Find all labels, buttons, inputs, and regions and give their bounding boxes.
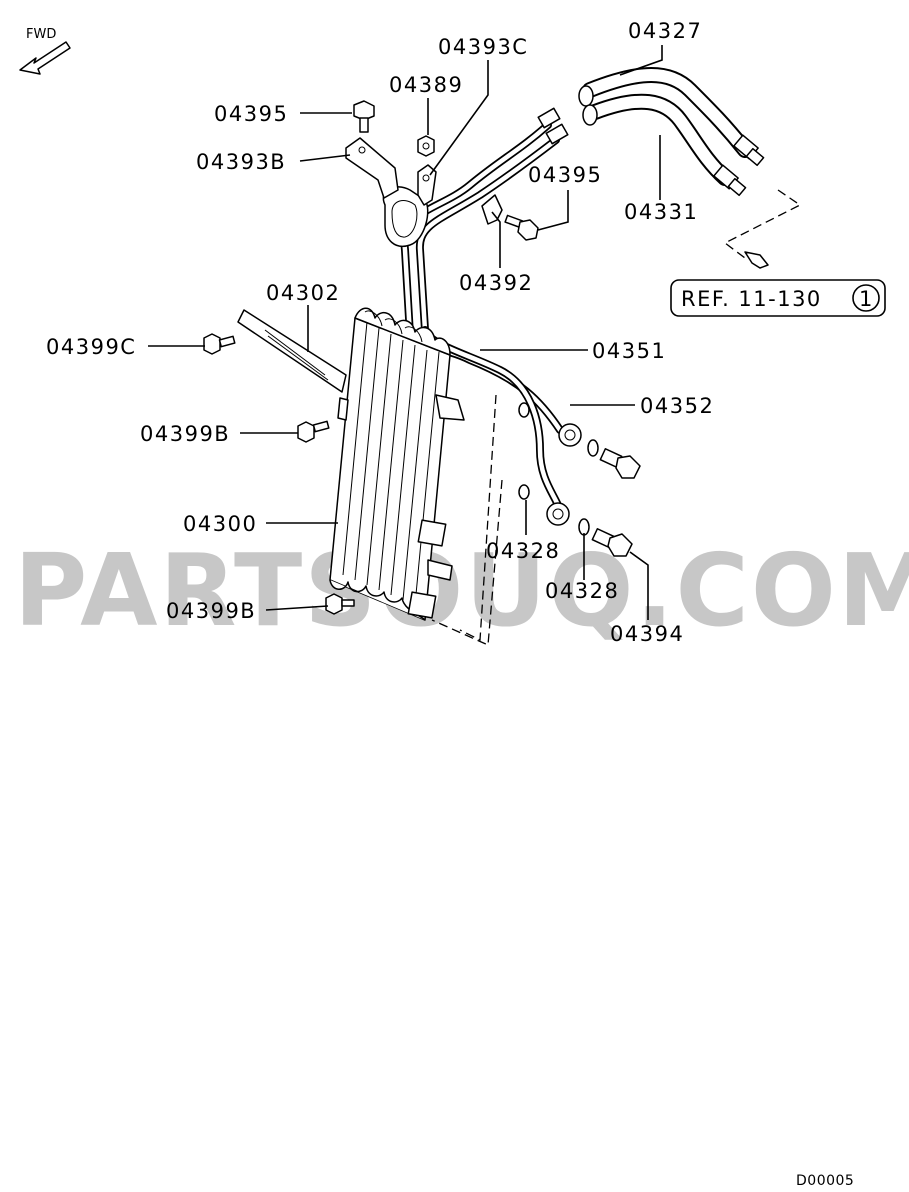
nut-04389[interactable] bbox=[417, 135, 435, 157]
bracket-04302[interactable] bbox=[237, 309, 347, 393]
bolt-04394-lower[interactable] bbox=[591, 528, 633, 557]
label-04352: 04352 bbox=[640, 394, 714, 418]
label-04395-top: 04395 bbox=[214, 102, 288, 126]
label-04399B-bottom: 04399B bbox=[166, 599, 256, 623]
label-04389: 04389 bbox=[389, 73, 463, 97]
label-04328-b: 04328 bbox=[545, 579, 619, 603]
label-04399C: 04399C bbox=[46, 335, 136, 359]
ref-leader bbox=[723, 189, 802, 259]
banjo-fitting-lower bbox=[546, 502, 570, 526]
bolt-04395-right[interactable] bbox=[504, 214, 539, 241]
washer-04328-b-upper[interactable] bbox=[587, 439, 599, 457]
label-04351: 04351 bbox=[592, 339, 666, 363]
ref-label: REF. 11-130 bbox=[681, 287, 822, 311]
dashed-leader-1 bbox=[459, 394, 497, 642]
bolt-04399C[interactable] bbox=[203, 333, 236, 355]
label-04394: 04394 bbox=[610, 622, 684, 646]
label-04393C: 04393C bbox=[438, 35, 528, 59]
washer-04328-a-lower bbox=[518, 484, 530, 500]
bolt-04394-upper[interactable] bbox=[599, 448, 641, 479]
ref-arrow-icon bbox=[744, 251, 769, 269]
diagram-code: D00005 bbox=[796, 1173, 854, 1187]
hose-04327[interactable] bbox=[578, 67, 765, 167]
label-04393B: 04393B bbox=[196, 150, 286, 174]
bracket-04393B[interactable] bbox=[345, 137, 399, 199]
washer-04328-b-lower[interactable] bbox=[578, 518, 590, 536]
watermark-text: PARTSOUQ.COM bbox=[14, 532, 909, 649]
bracket-04393C[interactable] bbox=[417, 164, 437, 206]
bolt-04399B-top[interactable] bbox=[297, 420, 330, 443]
washer-04328-a-upper bbox=[518, 402, 530, 418]
bolt-04395-top[interactable] bbox=[353, 100, 375, 133]
label-04302: 04302 bbox=[266, 281, 340, 305]
ref-circle-number: 1 bbox=[859, 287, 874, 311]
label-04395-right: 04395 bbox=[528, 163, 602, 187]
label-04328-a: 04328 bbox=[486, 539, 560, 563]
oil-cooler-04300[interactable] bbox=[329, 307, 465, 621]
label-04300: 04300 bbox=[183, 512, 257, 536]
leader-lines bbox=[148, 45, 663, 620]
banjo-fitting-upper bbox=[558, 423, 582, 447]
clip-04392[interactable] bbox=[481, 194, 503, 225]
pipe-04352[interactable] bbox=[415, 123, 569, 514]
fwd-label: FWD bbox=[26, 27, 56, 42]
ref-box[interactable]: REF. 11-130 1 bbox=[670, 279, 886, 317]
label-04331: 04331 bbox=[624, 200, 698, 224]
label-04399B-top: 04399B bbox=[140, 422, 230, 446]
fwd-arrow-icon bbox=[19, 41, 71, 75]
hose-04331[interactable] bbox=[582, 93, 747, 197]
label-04392: 04392 bbox=[459, 271, 533, 295]
label-04327: 04327 bbox=[628, 19, 702, 43]
bolt-04399B-bottom[interactable] bbox=[325, 593, 355, 615]
